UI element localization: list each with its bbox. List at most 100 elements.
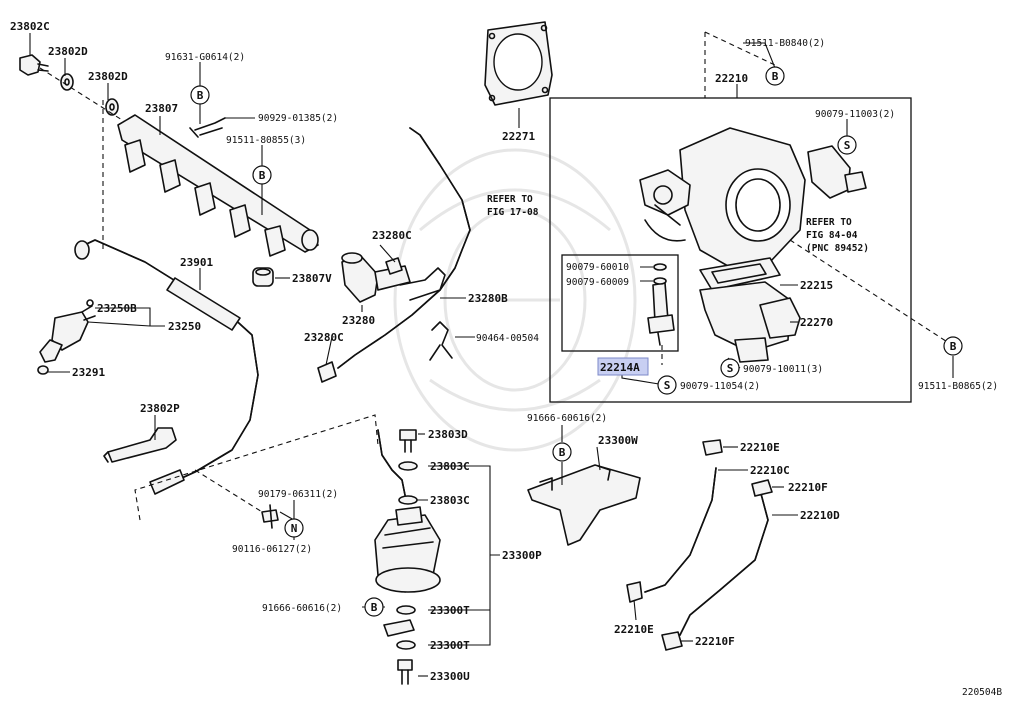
part-22215-gasket[interactable]	[699, 257, 781, 291]
label-22210c[interactable]: 22210C	[750, 464, 790, 477]
label-90079-11054[interactable]: 90079-11054(2)	[680, 381, 760, 392]
part-23280b-hose[interactable]	[399, 267, 446, 301]
label-91666-a[interactable]: 91666-60616(2)	[527, 413, 607, 424]
label-23300u[interactable]: 23300U	[430, 670, 470, 683]
symbol-b-91666-a[interactable]: B	[552, 442, 572, 462]
part-90116-stud[interactable]	[261, 504, 279, 529]
label-22210[interactable]: 22210	[715, 72, 748, 85]
label-23280b[interactable]: 23280B	[468, 292, 508, 305]
label-22271[interactable]: 22271	[502, 130, 535, 143]
part-fuel-line-to-filter[interactable]	[377, 429, 406, 496]
label-23803c-2[interactable]: 23803C	[430, 494, 470, 507]
symbol-n-90179[interactable]: N	[284, 518, 304, 538]
label-23803d[interactable]: 23803D	[428, 428, 468, 441]
symbol-b-91511-b0865[interactable]: B	[943, 336, 963, 356]
label-23280c-2[interactable]: 23280C	[304, 331, 344, 344]
label-23807v[interactable]: 23807V	[292, 272, 332, 285]
part-22210f-clip-2[interactable]	[661, 631, 683, 651]
part-23803c-gasket-1[interactable]	[398, 461, 418, 471]
symbol-b-91511-b0840[interactable]: B	[765, 66, 785, 86]
part-23300t-gasket-2[interactable]	[396, 640, 416, 650]
label-23300p[interactable]: 23300P	[502, 549, 542, 562]
part-90079-60010-o-ring[interactable]	[653, 263, 667, 271]
part-hose-refer-fig17[interactable]	[337, 127, 471, 369]
part-23901-fuel-hose[interactable]	[74, 239, 259, 495]
symbol-s-90079-10011[interactable]: S	[720, 358, 740, 378]
refer-fig84-line2[interactable]: FIG 84-04	[806, 230, 858, 241]
symbol-s-90079-11003[interactable]: S	[837, 135, 857, 155]
part-23802d-washer-2[interactable]	[105, 98, 119, 116]
label-23300t-1[interactable]: 23300T	[430, 604, 470, 617]
part-23280c-clip-2[interactable]	[317, 361, 337, 383]
part-23300u-bolt[interactable]	[397, 659, 413, 685]
label-22210e-2[interactable]: 22210E	[614, 623, 654, 636]
part-23802p-bracket[interactable]	[103, 427, 177, 463]
label-23280c-1[interactable]: 23280C	[372, 229, 412, 242]
label-90079-60010[interactable]: 90079-60010	[566, 262, 629, 273]
label-23291[interactable]: 23291	[72, 366, 105, 379]
label-22210f-2[interactable]: 22210F	[695, 635, 735, 648]
label-23250[interactable]: 23250	[168, 320, 201, 333]
label-90079-10011[interactable]: 90079-10011(3)	[743, 364, 823, 375]
part-23807-fuel-rail[interactable]	[117, 114, 319, 257]
label-23300w[interactable]: 23300W	[598, 434, 638, 447]
part-23300-union[interactable]	[383, 619, 415, 637]
symbol-b-91666-b[interactable]: B	[364, 597, 384, 617]
part-22210e-clip-1[interactable]	[702, 439, 723, 456]
part-90079-60009-o-ring[interactable]	[653, 277, 667, 285]
label-23901[interactable]: 23901	[180, 256, 213, 269]
part-23300w-bracket[interactable]	[527, 464, 641, 546]
label-23280[interactable]: 23280	[342, 314, 375, 327]
part-sensor-refer-fig84[interactable]	[807, 145, 867, 199]
label-90116[interactable]: 90116-06127(2)	[232, 544, 312, 555]
label-91511-b0865[interactable]: 91511-B0865(2)	[918, 381, 998, 392]
label-22270[interactable]: 22270	[800, 316, 833, 329]
label-23300t-2[interactable]: 23300T	[430, 639, 470, 652]
part-23300p-fuel-filter[interactable]	[374, 506, 441, 593]
label-90079-60009[interactable]: 90079-60009	[566, 277, 629, 288]
label-91631[interactable]: 91631-G0614(2)	[165, 52, 245, 63]
label-23802c[interactable]: 23802C	[10, 20, 50, 33]
label-23250b[interactable]: 23250B	[97, 302, 137, 315]
label-22210f-1[interactable]: 22210F	[788, 481, 828, 494]
symbol-b-91511-80855[interactable]: B	[252, 165, 272, 185]
part-22210c-hose[interactable]	[644, 467, 717, 593]
part-22210e-clip-2[interactable]	[626, 581, 643, 603]
part-23250-injector[interactable]	[39, 299, 96, 363]
label-90179[interactable]: 90179-06311(2)	[258, 489, 338, 500]
part-23300t-gasket-1[interactable]	[396, 605, 416, 615]
label-23803c-1[interactable]: 23803C	[430, 460, 470, 473]
part-22210f-clip-1[interactable]	[751, 479, 773, 497]
label-91666-b[interactable]: 91666-60616(2)	[262, 603, 342, 614]
part-23803c-gasket-2[interactable]	[398, 495, 418, 505]
part-22271-gasket[interactable]	[484, 21, 553, 106]
label-22210e-1[interactable]: 22210E	[740, 441, 780, 454]
part-22214a-air-valve[interactable]	[647, 282, 675, 346]
label-22210d[interactable]: 22210D	[800, 509, 840, 522]
part-23802c-bolt[interactable]	[19, 54, 49, 76]
label-23802p[interactable]: 23802P	[140, 402, 180, 415]
label-23802d-2[interactable]: 23802D	[88, 70, 128, 83]
label-91511-80855[interactable]: 91511-80855(3)	[226, 135, 306, 146]
part-22210-throttle-body[interactable]	[639, 127, 806, 271]
label-22214a[interactable]: 22214A	[600, 361, 640, 374]
label-23807[interactable]: 23807	[145, 102, 178, 115]
part-23280c-clip-1[interactable]	[385, 257, 403, 275]
part-22270-idle-control-valve[interactable]	[699, 281, 801, 363]
label-91511-b0840[interactable]: 91511-B0840(2)	[745, 38, 825, 49]
label-90464[interactable]: 90464-00504	[476, 333, 539, 344]
part-90464-clamp[interactable]	[429, 321, 453, 361]
part-23803d-union-bolt[interactable]	[399, 429, 417, 453]
part-22210d-hose[interactable]	[679, 489, 769, 636]
refer-fig17-line2[interactable]: FIG 17-08	[487, 207, 539, 218]
part-90929-clip[interactable]	[189, 117, 226, 138]
symbol-s-90079-11054[interactable]: S	[657, 375, 677, 395]
part-23807v-insulator[interactable]	[252, 267, 274, 287]
label-23802d-1[interactable]: 23802D	[48, 45, 88, 58]
label-90929[interactable]: 90929-01385(2)	[258, 113, 338, 124]
part-23291-o-ring[interactable]	[37, 365, 49, 375]
label-90079-11003[interactable]: 90079-11003(2)	[815, 109, 895, 120]
label-22215[interactable]: 22215	[800, 279, 833, 292]
symbol-b-91631[interactable]: B	[190, 85, 210, 105]
